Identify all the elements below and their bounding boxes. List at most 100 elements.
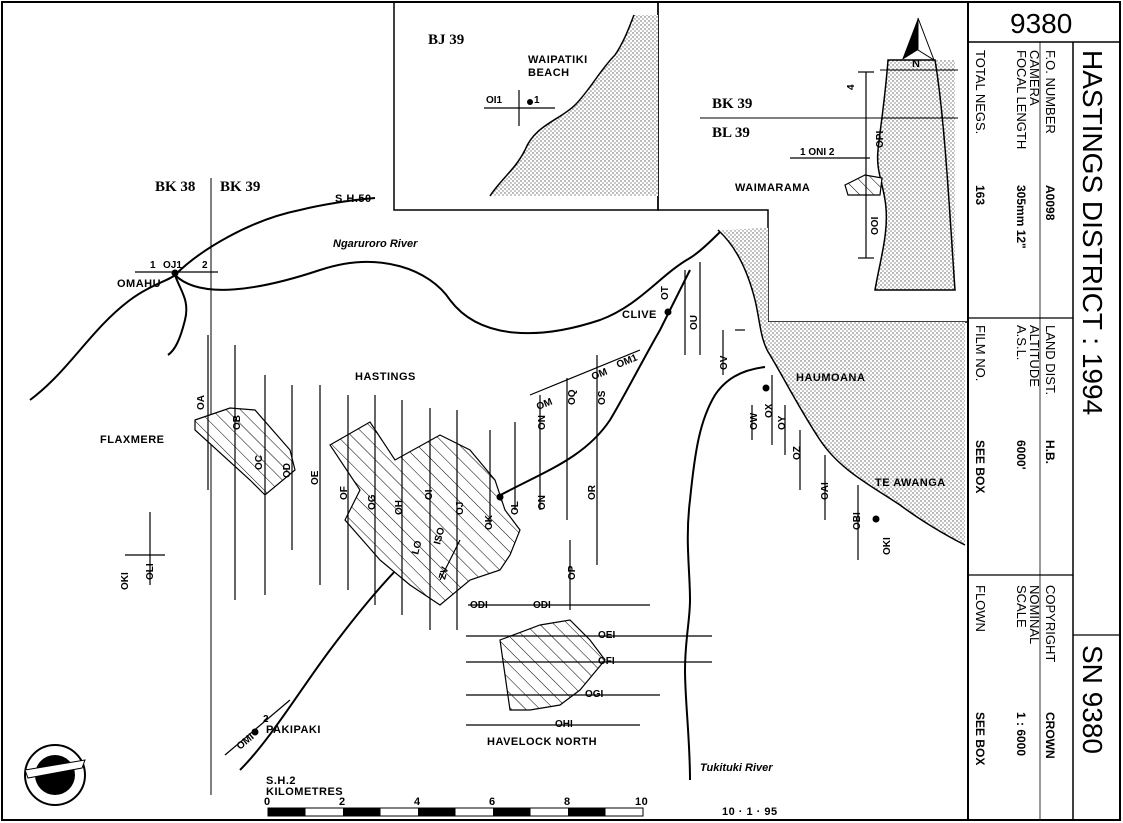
svg-text:1 : 6000: 1 : 6000 [1014,712,1028,756]
svg-text:SEE BOX: SEE BOX [973,440,987,493]
place-omahu: OMAHU [117,278,161,290]
svg-text:OQ: OQ [567,389,578,405]
label-sh50: S.H.50 [335,193,372,205]
svg-text:OJ1: OJ1 [163,260,182,271]
run-labels: OI1 1 1 ONI 2 1 OJ1 2 2 ODI ODI OEI OFI … [150,95,835,730]
district-title: HASTINGS DISTRICT : 1994 [1077,50,1108,415]
svg-text:6: 6 [489,796,496,808]
svg-text:2: 2 [202,260,208,271]
svg-text:OP: OP [567,565,578,580]
svg-text:4: 4 [846,84,857,90]
svg-text:SEE BOX: SEE BOX [973,712,987,765]
svg-text:OI1: OI1 [486,95,503,106]
place-te-awanga: TE AWANGA [875,477,946,489]
svg-text:OHI: OHI [555,719,573,730]
title-block: 9380 HASTINGS DISTRICT : 1994 SN 9380 F.… [967,1,1121,821]
svg-text:OJ: OJ [455,502,466,515]
sheet-bk39: BK 39 [220,179,260,195]
svg-text:ALTITUDE: ALTITUDE [1027,325,1042,387]
svg-text:ISO: ISO [432,526,447,546]
sheet-bj39: BJ 39 [428,32,464,48]
sheet-bk39-inset: BK 39 [712,96,752,112]
svg-text:OT: OT [660,286,671,300]
tukituki-river [683,366,766,781]
svg-text:OY: OY [777,415,788,430]
label-sh2: S.H.2 [266,775,296,787]
svg-text:OD: OD [282,463,293,478]
svg-text:FOCAL LENGTH: FOCAL LENGTH [1014,50,1029,149]
label-ngaruroro: Ngaruroro River [333,238,418,250]
svg-text:10: 10 [635,796,648,808]
svg-text:OLI: OLI [145,563,156,580]
svg-text:ON: ON [537,415,548,430]
svg-text:LAND DIST.: LAND DIST. [1043,325,1058,395]
date-label: 10 · 1 · 95 [722,806,778,818]
north-label: N [912,58,920,70]
flaxmere-area [194,407,296,496]
inset-sea-waimarama [875,60,955,290]
svg-text:ON: ON [537,495,548,510]
svg-text:CROWN: CROWN [1043,712,1057,759]
nz-aerial-mapping-logo [24,744,86,806]
svg-text:OA: OA [196,395,207,410]
svg-text:1: 1 [534,95,540,106]
svg-text:OR: OR [587,484,598,500]
place-pakipaki: PAKIPAKI [266,724,321,736]
svg-text:OKI: OKI [120,572,131,590]
coastline-main [717,229,966,546]
svg-text:1 ONI 2: 1 ONI 2 [800,147,835,158]
svg-text:OW: OW [749,412,760,430]
svg-text:FILM NO.: FILM NO. [973,325,988,381]
svg-text:OKI: OKI [882,537,893,555]
svg-text:OPI: OPI [875,131,886,148]
svg-text:LO: LO [410,539,424,555]
svg-text:OF: OF [339,486,350,500]
coastline-waimarama [874,59,956,291]
svg-text:4: 4 [414,796,421,808]
svg-text:0: 0 [264,796,271,808]
svg-text:CAMERA: CAMERA [1027,50,1042,106]
waipatiki-marker [527,99,533,105]
svg-text:H.B.: H.B. [1043,440,1057,464]
ngaruroro-river-west [29,273,188,401]
svg-text:A.S.L.: A.S.L. [1014,325,1029,360]
place-haumoana: HAUMOANA [796,372,865,384]
svg-text:FLOWN: FLOWN [973,585,988,632]
coastline-waipatiki [489,14,635,197]
label-tukituki: Tukituki River [700,762,773,774]
svg-text:OI: OI [424,489,435,500]
svg-text:OM1: OM1 [615,352,640,370]
svg-text:OK: OK [484,514,495,530]
svg-text:305mm 12": 305mm 12" [1014,185,1028,249]
svg-text:OU: OU [689,315,700,330]
svg-text:6000': 6000' [1014,440,1028,470]
flight-lines [125,262,859,756]
north-arrow-icon [880,17,958,71]
place-flaxmere: FLAXMERE [100,434,165,446]
sn-label: SN 9380 [1077,645,1108,754]
svg-text:1: 1 [150,260,156,271]
sheet-bl39: BL 39 [712,125,750,141]
svg-text:OEI: OEI [598,630,615,641]
svg-text:ODI: ODI [470,600,488,611]
sn-top: 9380 [1010,8,1072,39]
svg-text:TOTAL NEGS.: TOTAL NEGS. [973,50,988,134]
place-waipatiki: WAIPATIKI [528,54,588,66]
svg-text:OS: OS [597,390,608,405]
havelock-north-area [499,619,606,711]
svg-text:8: 8 [564,796,571,808]
inset-sea-waipatiki [490,15,658,196]
svg-text:2: 2 [263,714,269,725]
svg-text:163: 163 [973,185,987,205]
scale-title: KILOMETRES [266,786,343,798]
svg-text:A0098: A0098 [1043,185,1057,221]
svg-text:2: 2 [339,796,346,808]
scale-bar: KILOMETRES 0 2 4 6 8 10 [264,786,648,817]
svg-text:ODI: ODI [533,600,551,611]
svg-text:SCALE: SCALE [1014,585,1029,628]
road-sh50 [174,197,376,276]
svg-text:OAI: OAI [820,482,831,500]
place-havelock-north: HAVELOCK NORTH [487,736,597,748]
svg-text:OB: OB [232,415,243,430]
svg-text:OV: OV [719,355,730,370]
